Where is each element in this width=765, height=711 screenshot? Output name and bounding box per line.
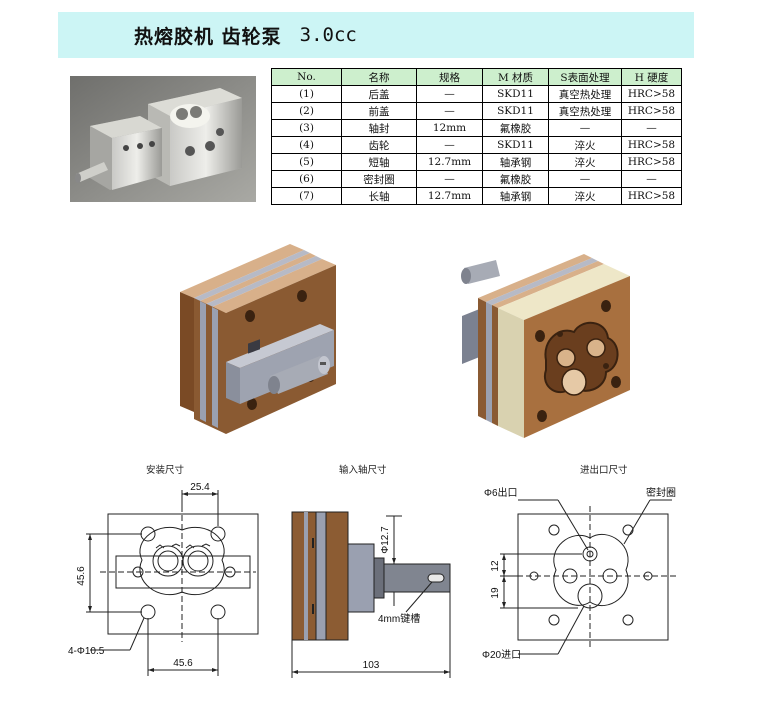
port-drawing: Φ6出口 密封圈 12 19 Φ20进口 [478,478,688,687]
pump-render-back [456,240,636,444]
shaft-drawing: Φ12.7 4mm键槽 103 [282,478,472,687]
page-title: 热熔胶机 齿轮泵 [134,25,282,48]
dim-45-6-vertical: 45.6 [76,566,87,586]
table-cell: — [416,85,483,103]
table-cell: 真空热处理 [548,85,622,103]
table-cell: (5) [271,153,342,171]
table-row: (4) 齿轮 — SKD11 淬火 HRC>58 [271,136,682,154]
table-cell: — [416,102,483,120]
table-cell: 前盖 [341,102,417,120]
shaft-dim-label: 输入轴尺寸 [339,465,387,476]
pump-render-front [170,244,370,448]
table-cell: HRC>58 [621,136,682,154]
dim-45-6-horizontal: 45.6 [173,658,193,669]
table-cell: 氟橡胶 [482,119,549,137]
dim-holes: 4-Φ10.5 [68,646,105,657]
table-cell: (2) [271,102,342,120]
inlet-label: Φ20进口 [482,649,521,661]
port-dim-label: 进出口尺寸 [580,465,628,476]
header-cell: M 材质 [482,68,549,86]
table-cell: 12mm [416,119,483,137]
dim-25-4: 25.4 [190,482,210,493]
table-cell: 真空热处理 [548,102,622,120]
header-cell: S表面处理 [548,68,622,86]
table-cell: 齿轮 [341,136,417,154]
table-cell: (3) [271,119,342,137]
table-cell: 密封圈 [341,170,417,188]
table-row: (1) 后盖 — SKD11 真空热处理 HRC>58 [271,85,682,103]
table-row: (2) 前盖 — SKD11 真空热处理 HRC>58 [271,102,682,120]
table-cell: 12.7mm [416,153,483,171]
title-banner: 热熔胶机 齿轮泵 3.0cc [58,12,694,58]
table-cell: — [416,136,483,154]
table-cell: — [621,170,682,188]
dim-19: 19 [490,587,501,599]
table-row: (3) 轴封 12mm 氟橡胶 — — [271,119,682,137]
table-cell: HRC>58 [621,85,682,103]
table-cell: 长轴 [341,187,417,205]
product-photo [70,76,256,202]
install-drawing: 25.4 45.6 45.6 4-Φ10.5 [60,478,270,687]
table-cell: (4) [271,136,342,154]
table-cell: — [548,119,622,137]
table-cell: 淬火 [548,136,622,154]
table-cell: (7) [271,187,342,205]
table-cell: 轴承钢 [482,153,549,171]
table-header-row: No. 名称 规格 M 材质 S表面处理 H 硬度 [271,68,682,86]
dim-shaft-diameter: Φ12.7 [380,526,391,554]
table-row: (6) 密封圈 — 氟橡胶 — — [271,170,682,188]
table-cell: 轴封 [341,119,417,137]
spec-table: No. 名称 规格 M 材质 S表面处理 H 硬度 (1) 后盖 — SKD11… [271,68,682,205]
header-cell: No. [271,68,342,86]
table-row: (5) 短轴 12.7mm 轴承钢 淬火 HRC>58 [271,153,682,171]
keyway-label: 4mm键槽 [378,612,420,625]
capacity-label: 3.0cc [299,24,357,46]
table-cell: — [416,170,483,188]
dim-12: 12 [490,560,501,572]
header-cell: 名称 [341,68,417,86]
outlet-label: Φ6出口 [484,486,518,499]
table-cell: (1) [271,85,342,103]
install-dim-label: 安装尺寸 [146,465,185,476]
header-cell: 规格 [416,68,483,86]
table-cell: 轴承钢 [482,187,549,205]
table-cell: 淬火 [548,153,622,171]
table-cell: HRC>58 [621,153,682,171]
dim-length-103: 103 [363,660,380,671]
table-row: (7) 长轴 12.7mm 轴承钢 淬火 HRC>58 [271,187,682,205]
table-cell: HRC>58 [621,187,682,205]
table-cell: 12.7mm [416,187,483,205]
header-cell: H 硬度 [621,68,682,86]
table-cell: SKD11 [482,85,549,103]
table-cell: 淬火 [548,187,622,205]
table-cell: 氟橡胶 [482,170,549,188]
seal-label: 密封圈 [646,486,676,499]
table-cell: 后盖 [341,85,417,103]
table-cell: 短轴 [341,153,417,171]
table-cell: (6) [271,170,342,188]
table-cell: SKD11 [482,102,549,120]
table-cell: SKD11 [482,136,549,154]
table-cell: HRC>58 [621,102,682,120]
table-cell: — [548,170,622,188]
table-cell: — [621,119,682,137]
